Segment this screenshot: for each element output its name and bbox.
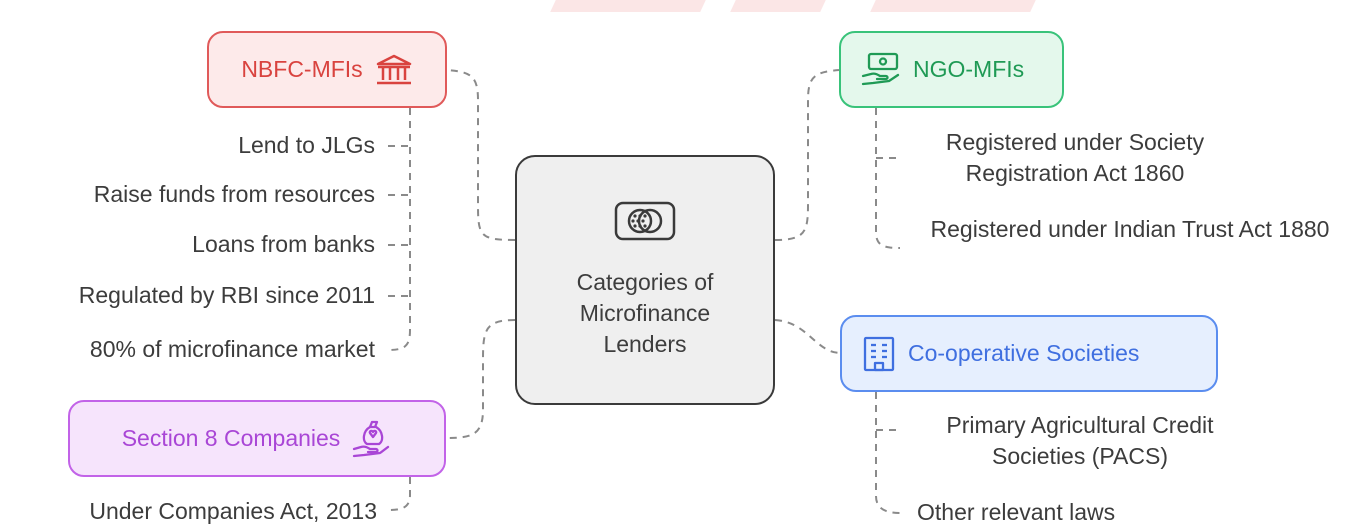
coin-card-icon <box>614 201 676 241</box>
section-8-companies-node: Section 8 Companies <box>68 400 446 477</box>
bank-icon <box>375 53 413 87</box>
section-8-companies-title: Section 8 Companies <box>121 425 341 451</box>
coop-item: Primary Agricultural Credit Societies (P… <box>946 412 1214 469</box>
money-hand-icon <box>861 52 901 88</box>
center-node: Categories of Microfinance Lenders <box>515 155 775 405</box>
ngo-item: Registered under Indian Trust Act 1880 <box>930 216 1330 242</box>
building-icon <box>862 335 896 373</box>
money-bag-hand-icon <box>352 419 392 459</box>
ngo-mfis-title: NGO-MFIs <box>913 56 1025 82</box>
cooperative-societies-node: Co-operative Societies <box>840 315 1218 392</box>
nbfc-item: 80% of microfinance market <box>89 336 375 362</box>
cooperative-societies-title: Co-operative Societies <box>908 340 1140 366</box>
nbfc-item: Regulated by RBI since 2011 <box>78 282 375 308</box>
section-8-item: Under Companies Act, 2013 <box>89 498 377 524</box>
nbfc-item: Lend to JLGs <box>238 132 375 158</box>
nbfc-item: Loans from banks <box>192 231 375 257</box>
nbfc-mfis-node: NBFC-MFIs <box>207 31 447 108</box>
center-label: Categories of Microfinance Lenders <box>576 268 714 357</box>
coop-item: Other relevant laws <box>917 499 1116 525</box>
nbfc-mfis-title: NBFC-MFIs <box>241 56 363 82</box>
ngo-mfis-node: NGO-MFIs <box>839 31 1064 108</box>
ngo-item: Registered under Society Registration Ac… <box>945 129 1205 186</box>
nbfc-item: Raise funds from resources <box>93 181 375 207</box>
